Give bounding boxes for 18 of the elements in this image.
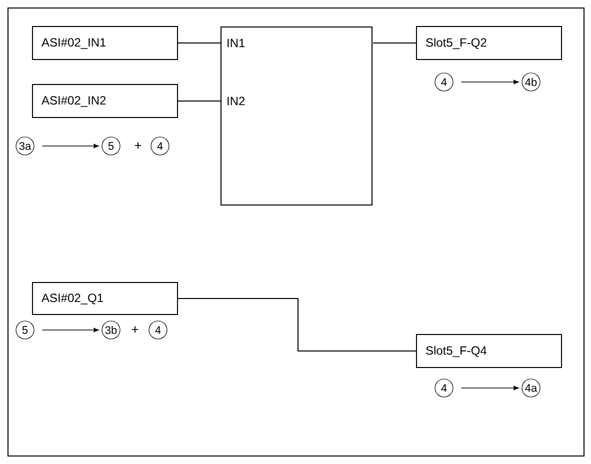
port-label: IN1: [228, 38, 245, 48]
connector: [460, 80, 519, 84]
connector: [42, 144, 99, 148]
connector: [178, 100, 222, 102]
connector: [372, 42, 416, 44]
connector: [42, 328, 99, 332]
connector: [178, 42, 222, 44]
signal-box: Slot5_F-Q4: [416, 334, 562, 368]
port-label: IN2: [228, 96, 245, 106]
plus-sign: +: [134, 142, 142, 149]
signal-box: ASI#02_Q1: [32, 282, 178, 315]
connector: [178, 298, 416, 352]
function-block: [220, 26, 372, 206]
signal-box: Slot5_F-Q2: [416, 26, 562, 60]
signal-box: ASI#02_IN2: [32, 84, 178, 118]
connector: [460, 386, 519, 390]
signal-box: ASI#02_IN1: [32, 26, 178, 60]
plus-sign: +: [132, 326, 138, 333]
